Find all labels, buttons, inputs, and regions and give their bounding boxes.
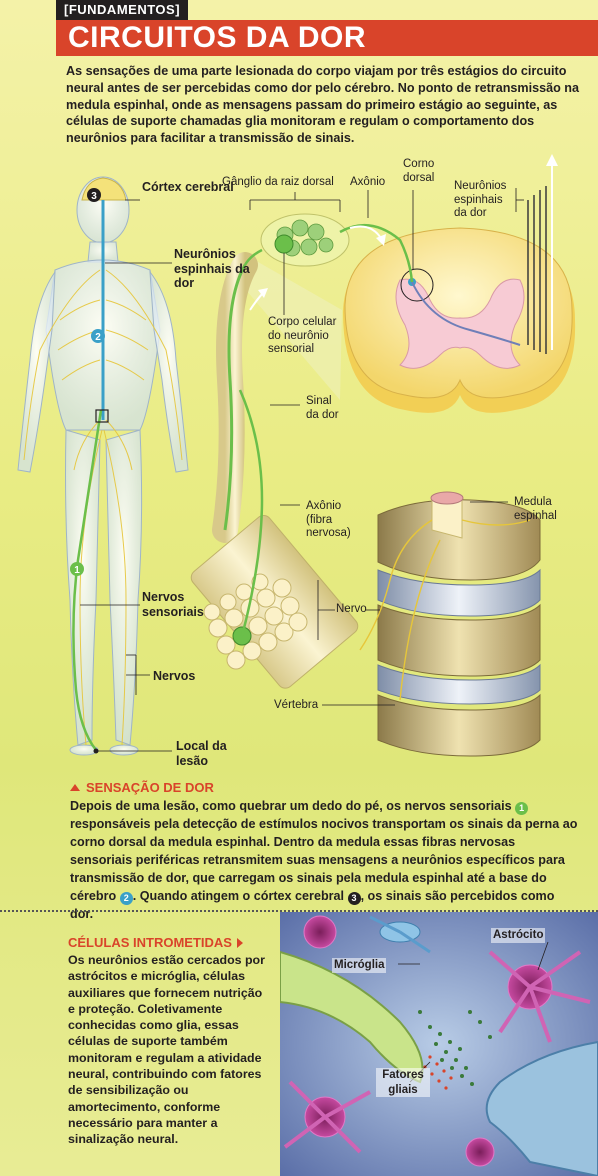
pain-circuit-illustration: 3 2 1 (17, 154, 576, 757)
meddling-cells-heading: CÉLULAS INTROMETIDAS (68, 935, 232, 950)
glial-factor-dots (418, 1010, 492, 1086)
label-glial-factors: Fatores gliais (376, 1068, 430, 1097)
label-nerve: Nervo (336, 603, 367, 615)
zoom-wedge (246, 255, 342, 400)
label-axon-fiber: Axônio (fibra nervosa) (306, 500, 351, 539)
label-spinal-cord: Medula espinhal (514, 496, 557, 522)
svg-text:1: 1 (74, 565, 80, 576)
inline-marker-two: 2 (119, 892, 133, 905)
label-dorsal-horn: Corno dorsal (403, 158, 435, 184)
title-bar: CIRCUITOS DA DOR (56, 20, 598, 56)
astrocyte-cells (283, 915, 591, 1167)
section-divider (0, 910, 598, 912)
svg-text:3: 3 (91, 191, 97, 202)
human-body (17, 176, 189, 756)
pain-text-part-2: responsáveis pela detecção de estímulos … (70, 817, 578, 903)
label-injury-site: Local da lesão (176, 739, 227, 768)
label-sensory-nerves: Nervos sensoriais (142, 590, 204, 619)
label-spinal-pain-neurons: Neurônios espinhais da dor (454, 180, 507, 219)
marker-two: 2 (91, 329, 105, 343)
svg-text:2: 2 (95, 332, 101, 343)
label-cortex: Córtex cerebral (142, 180, 234, 194)
pain-sensation-heading: SENSAÇÃO DE DOR (86, 780, 214, 795)
section-triangle-icon (70, 784, 80, 791)
label-pain-signal: Sinal da dor (306, 395, 339, 421)
body-leader-lines (80, 199, 172, 752)
vertebra-illustration (359, 491, 541, 757)
spinal-cord-section (343, 154, 576, 413)
label-microglia: Micróglia (332, 958, 387, 973)
neuron-dendrite (485, 1040, 598, 1176)
intro-paragraph: As sensações de uma parte lesionada do c… (66, 64, 579, 146)
marker-three: 3 (87, 188, 101, 202)
inline-marker-one: 1 (515, 802, 529, 815)
diagram-leader-lines (249, 188, 524, 706)
label-axon: Axônio (350, 176, 386, 188)
label-sensory-cell-body: Corpo celular do neurônio sensorial (268, 316, 337, 355)
label-dorsal-root-ganglion: Gânglio da raiz dorsal (222, 176, 334, 188)
page-title: CIRCUITOS DA DOR (68, 21, 367, 54)
meddling-cells-text: Os neurônios estão cercados por astrócit… (68, 953, 265, 1147)
section-kicker: [FUNDAMENTOS] (56, 0, 189, 20)
inline-marker-three: 3 (347, 892, 361, 905)
pain-text-part-1: Depois de uma lesão, como quebrar um ded… (70, 799, 512, 813)
glia-illustration (280, 912, 598, 1176)
label-spinal-pain-neurons-body: Neurônios espinhais da dor (174, 247, 250, 290)
label-vertebra: Vértebra (274, 699, 319, 711)
red-factor-dots (423, 1055, 453, 1090)
pain-text-part-3: . Quando atingem o córtex cerebral (132, 889, 345, 903)
pain-sensation-text: Depois de uma lesão, como quebrar um ded… (70, 797, 580, 923)
nerve-illustration (190, 213, 414, 689)
marker-one: 1 (70, 562, 84, 576)
label-astrocyte: Astrócito (491, 928, 546, 943)
heading-arrow-icon (237, 938, 243, 948)
label-nerves: Nervos (153, 669, 196, 683)
